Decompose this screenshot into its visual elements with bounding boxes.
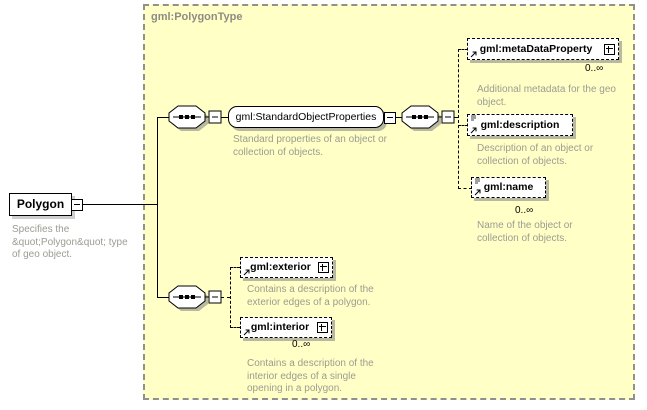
connector-dashed (454, 117, 459, 118)
annotation-interior: Contains a description of the interior e… (247, 358, 374, 394)
connector-dashed (458, 49, 468, 50)
annotation-description: Description of an object or collection o… (477, 143, 594, 167)
annotation-name: Name of the object or collection of obje… (477, 220, 573, 244)
sequence-compositor-icon[interactable] (168, 105, 222, 131)
element-polygon-label: Polygon (16, 197, 65, 211)
element-ref-label: gml:exterior (250, 261, 311, 273)
connector (395, 117, 402, 118)
expand-icon[interactable] (604, 44, 615, 55)
annotation-polygon: Specifies the &quot;Polygon&quot; type o… (12, 224, 128, 260)
group-ref-standardobjectproperties[interactable]: gml:StandardObjectProperties (228, 106, 384, 128)
text-content-icon (471, 115, 476, 121)
element-ref-exterior[interactable]: gml:exterior (240, 257, 333, 278)
cardinality-label: 0..∞ (585, 63, 604, 74)
annotation-metadataproperty: Additional metadata for the geo object. (477, 84, 616, 108)
collapse-toggle-polygon[interactable] (71, 199, 83, 211)
element-ref-label: gml:description (480, 119, 560, 131)
connector (83, 204, 157, 205)
collapse-toggle-group[interactable] (384, 112, 396, 124)
element-ref-description[interactable]: gml:description (467, 114, 573, 136)
group-ref-label: gml:StandardObjectProperties (235, 111, 377, 123)
cardinality-label: 0..∞ (515, 205, 534, 216)
connector-dashed (458, 188, 472, 189)
text-content-icon (475, 178, 480, 184)
element-ref-label: gml:metaDataProperty (479, 43, 593, 55)
connector-dashed (230, 267, 231, 328)
element-ref-name[interactable]: gml:name (471, 177, 546, 198)
connector (157, 117, 158, 298)
sequence-compositor-icon[interactable] (401, 105, 455, 131)
cardinality-label: 0..∞ (292, 339, 311, 350)
element-ref-label: gml:name (483, 181, 534, 193)
connector-dashed (221, 297, 230, 298)
connector-dashed (230, 267, 240, 268)
expand-icon[interactable] (317, 322, 328, 333)
connector (157, 117, 169, 118)
reference-arrow-icon (470, 127, 477, 134)
connector (157, 297, 169, 298)
reference-arrow-icon (243, 329, 250, 336)
element-ref-metadataproperty[interactable]: gml:metaDataProperty (467, 38, 619, 60)
expand-icon[interactable] (318, 262, 329, 273)
annotation-exterior: Contains a description of the exterior e… (247, 284, 374, 308)
sequence-compositor-icon[interactable] (168, 285, 222, 311)
element-ref-interior[interactable]: gml:interior (240, 317, 332, 338)
complextype-region (143, 4, 635, 400)
element-polygon[interactable]: Polygon (9, 193, 72, 216)
element-ref-label: gml:interior (250, 321, 310, 333)
reference-arrow-icon (474, 189, 481, 196)
reference-arrow-icon (470, 51, 477, 58)
connector (221, 117, 229, 118)
connector-dashed (458, 49, 459, 189)
reference-arrow-icon (243, 269, 250, 276)
annotation-group: Standard properties of an object or coll… (233, 134, 387, 158)
connector-dashed (458, 125, 468, 126)
complextype-label: gml:PolygonType (151, 11, 243, 23)
connector-dashed (230, 327, 240, 328)
